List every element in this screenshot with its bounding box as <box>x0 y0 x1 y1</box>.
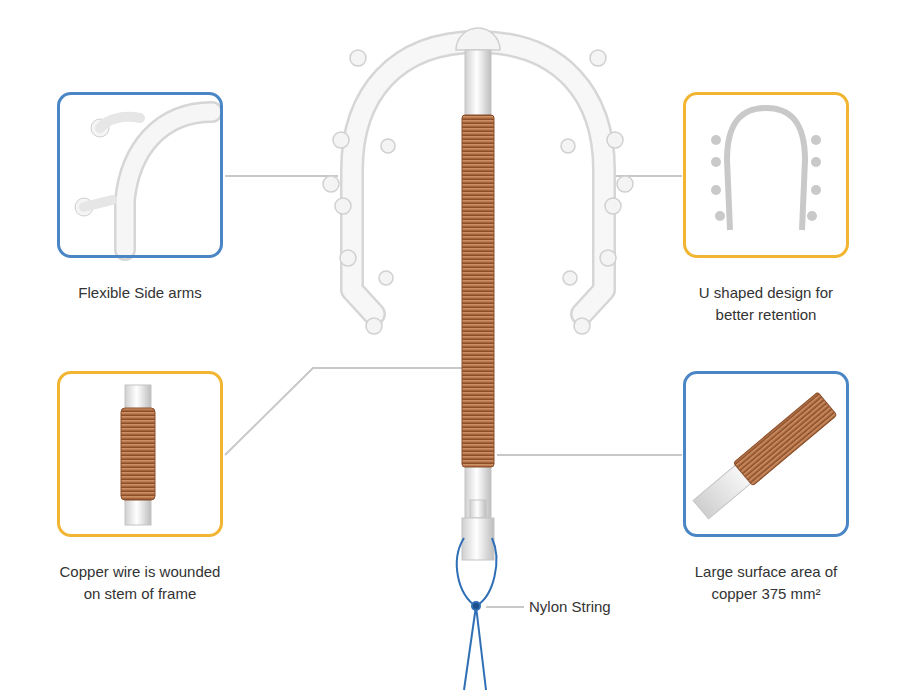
inset-u-shape <box>711 108 821 230</box>
feature-frame <box>57 92 223 258</box>
feature-box: Large surface area of copper 375 mm² <box>646 371 886 605</box>
feature-box: Flexible Side arms <box>20 92 260 304</box>
feature-box: U shaped design for better retention <box>646 92 886 326</box>
feature-box: Copper wire is wounded on stem of frame <box>20 371 260 605</box>
part-label: Nylon String <box>527 597 613 617</box>
nylon-string <box>457 538 496 690</box>
feature-caption: Large surface area of copper 375 mm² <box>676 561 856 605</box>
feature-caption: U shaped design for better retention <box>691 282 841 326</box>
feature-frame <box>683 92 849 258</box>
inset-arm <box>75 112 212 250</box>
stem <box>462 50 494 560</box>
feature-frame <box>683 371 849 537</box>
feature-caption: Flexible Side arms <box>40 282 240 304</box>
feature-caption: Copper wire is wounded on stem of frame <box>50 561 230 605</box>
inset-diagonal-stem <box>691 392 837 521</box>
feature-frame <box>57 371 223 537</box>
inset-stem <box>121 385 155 525</box>
